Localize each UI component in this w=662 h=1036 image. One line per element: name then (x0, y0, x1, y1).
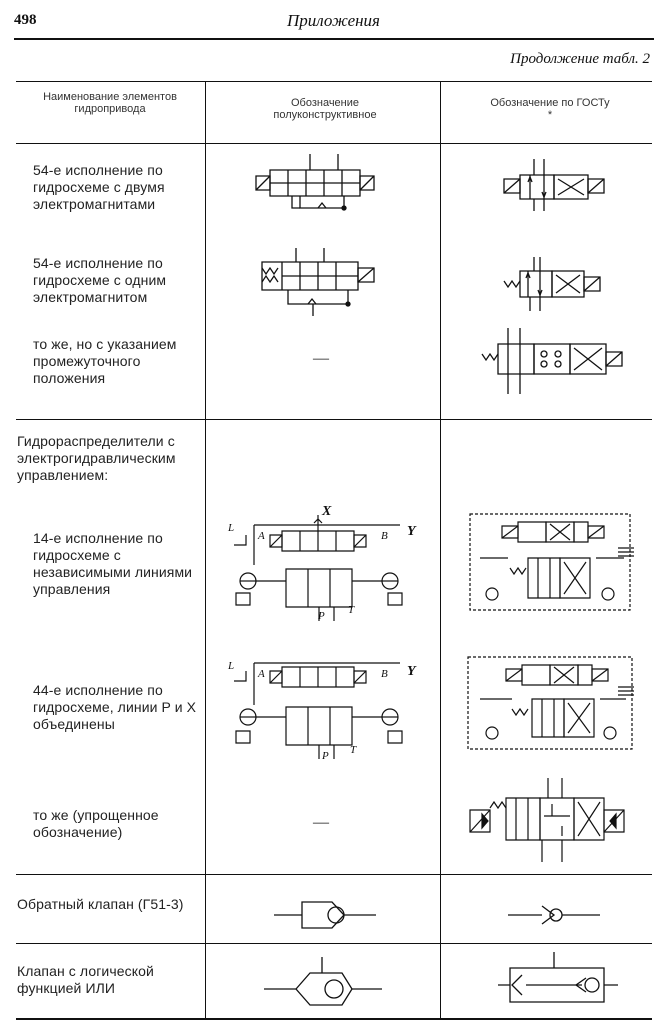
row-name: 54-е исполнение по гидросхеме с двумя эл… (33, 162, 165, 212)
table-group-rule (16, 943, 652, 944)
port-label-a: A (258, 530, 265, 542)
port-label-l: L (228, 522, 235, 534)
table-group-rule (16, 874, 652, 875)
row-name: 44-е исполнение по гидросхеме, линии P и… (33, 682, 197, 732)
or-valve-gost-symbol (496, 950, 620, 1012)
port-label-b: B (381, 668, 388, 680)
column-header-name: Наименование элементов гидропривода (43, 91, 177, 115)
section-title: Приложения (287, 11, 380, 30)
check-valve-gost-symbol (506, 900, 602, 930)
port-label-l: L (228, 660, 235, 672)
table-continuation-caption: Продолжение табл. 2 (510, 51, 650, 67)
column-divider (440, 81, 441, 1019)
valve-two-solenoid-gost-symbol (500, 155, 610, 215)
table-header-rule (16, 143, 652, 144)
electrohydraulic-independent-gost-symbol (468, 512, 636, 612)
row-name: то же (упрощенное обозначение) (33, 807, 159, 840)
header-rule (14, 38, 654, 40)
or-valve-semi-symbol (262, 955, 384, 1013)
electrohydraulic-combined-semi-symbol (224, 655, 414, 765)
table-bottom-rule (16, 1018, 652, 1020)
row-name: Обратный клапан (Г51-3) (17, 896, 184, 912)
port-label-p: P (322, 750, 329, 762)
port-label-y: Y (407, 664, 416, 679)
electrohydraulic-independent-semi-symbol (224, 505, 414, 625)
empty-dash: — (313, 814, 329, 831)
column-header-gost: Обозначение по ГОСТу * (490, 97, 610, 121)
empty-dash: — (313, 350, 329, 367)
electrohydraulic-combined-gost-symbol (466, 655, 636, 755)
check-valve-semi-symbol (272, 898, 378, 932)
port-label-a: A (258, 668, 265, 680)
table-group-rule (16, 419, 652, 420)
valve-three-position-gost-symbol (478, 324, 626, 398)
row-name: Клапан с логической функцией ИЛИ (17, 963, 154, 996)
port-label-t: T (350, 744, 357, 756)
electrohydraulic-simplified-gost-symbol (466, 776, 626, 866)
table-top-rule (16, 81, 652, 82)
port-label-b: B (381, 530, 388, 542)
column-divider (205, 81, 206, 1019)
valve-one-solenoid-gost-symbol (500, 255, 604, 313)
port-label-p: P (318, 610, 325, 622)
port-label-x: X (322, 504, 332, 519)
row-group-heading: Гидрораспределители с электрогидравличес… (17, 433, 176, 483)
port-label-y: Y (407, 524, 416, 539)
column-header-semi: Обозначение полуконструктивное (273, 97, 377, 121)
page-number: 498 (14, 12, 37, 28)
row-name: 14-е исполнение по гидросхеме с независи… (33, 530, 193, 597)
row-name: то же, но с указанием промежуточного пол… (33, 336, 177, 386)
row-name: 54-е исполнение по гидросхеме с одним эл… (33, 255, 167, 305)
valve-one-solenoid-semi-symbol (258, 244, 386, 324)
port-label-t: T (348, 604, 355, 616)
valve-two-solenoid-semi-symbol (252, 150, 378, 222)
